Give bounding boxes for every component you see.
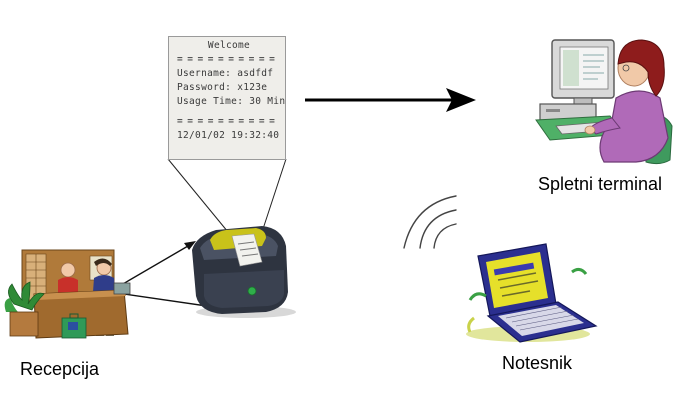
receipt-separator-bottom: = = = = = = = = = = [177,116,275,127]
notebook-label: Notesnik [502,353,573,373]
receipt-printer-icon [192,226,296,318]
laptop-icon [466,243,598,343]
receipt-timestamp: 12/01/02 19:32:40 [177,130,280,141]
receipt-callout: Welcome = = = = = = = = = = Username: as… [168,36,286,160]
reception-label: Recepcija [20,359,100,379]
arrow-to-terminal [305,88,476,112]
woman-at-computer-icon [535,39,673,165]
zoom-line-right [261,158,287,233]
wireless-signal-icon [403,195,457,249]
receipt-title: Welcome [207,40,251,51]
receipt-password: Password: x123e [177,82,268,93]
reception-desk-icon [4,249,131,339]
receipt-separator-top: = = = = = = = = = = [177,54,275,65]
receipt-username: Username: asdfdf [177,68,274,79]
terminal-label: Spletni terminal [538,174,663,194]
arrow-reception-to-printer-top [115,241,196,289]
zoom-line-left [167,158,229,233]
receipt-usage-time: Usage Time: 30 Min. [177,96,286,107]
